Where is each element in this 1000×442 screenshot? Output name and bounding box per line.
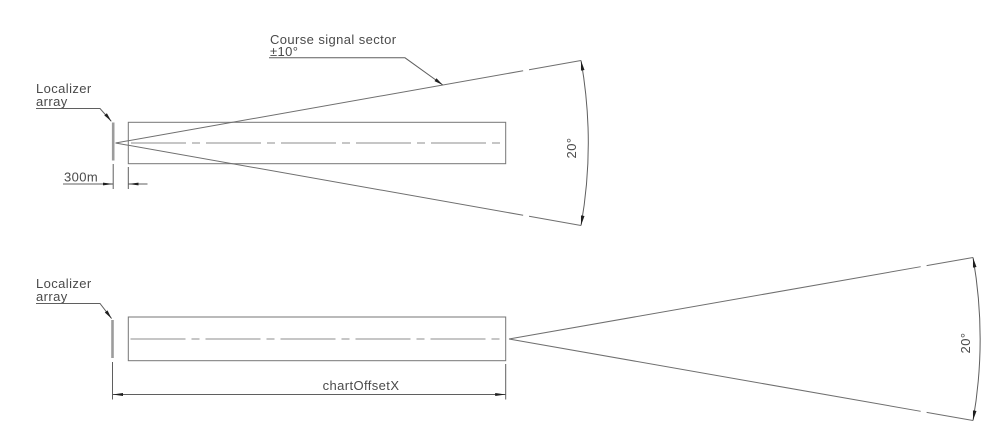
angle-dimension-arc — [580, 60, 589, 226]
angle-dimension-arc — [972, 257, 981, 421]
sector-leader-arrowhead — [434, 78, 443, 85]
bottom-diagram: 20° Localizer array chartOffsetX — [36, 257, 981, 421]
dim-arrowhead-right — [495, 393, 506, 396]
angle-dimension-label: 20° — [958, 333, 973, 354]
sector-leader-line — [269, 57, 444, 86]
top-diagram: 20° Localizer array Course signal sector… — [36, 32, 589, 226]
arc-arrowhead-top — [580, 60, 585, 71]
localizer-label-line2: array — [36, 289, 68, 304]
course-sector-upper-line — [115, 60, 582, 144]
localizer-leader-line — [36, 303, 112, 319]
localizer-leader-arrowhead — [104, 310, 112, 319]
sector-label-line1: Course signal sector — [270, 32, 397, 47]
sector-label-line2: ±10° — [270, 44, 298, 59]
dim-arrowhead-right — [103, 182, 114, 186]
offset-dimension-label: 300m — [64, 170, 98, 185]
course-sector-lower-line — [508, 338, 974, 421]
runway-outline — [127, 121, 507, 165]
course-sector-upper-line — [508, 257, 974, 340]
arc-arrowhead-bottom — [972, 410, 977, 421]
localizer-label-line2: array — [36, 94, 68, 109]
arc-arrowhead-top — [972, 257, 977, 268]
localizer-leader-arrowhead — [104, 113, 112, 122]
dim-arrowhead-left — [128, 182, 139, 186]
course-sector-lower-line — [115, 142, 582, 226]
localizer-label-line1: Localizer — [36, 81, 92, 96]
offset-dimension-label: chartOffsetX — [323, 378, 400, 393]
angle-dimension-label: 20° — [564, 138, 579, 159]
localizer-leader-line — [36, 108, 112, 122]
dim-arrowhead-left — [112, 393, 123, 396]
arc-arrowhead-bottom — [580, 215, 585, 226]
localizer-label-line1: Localizer — [36, 276, 92, 291]
